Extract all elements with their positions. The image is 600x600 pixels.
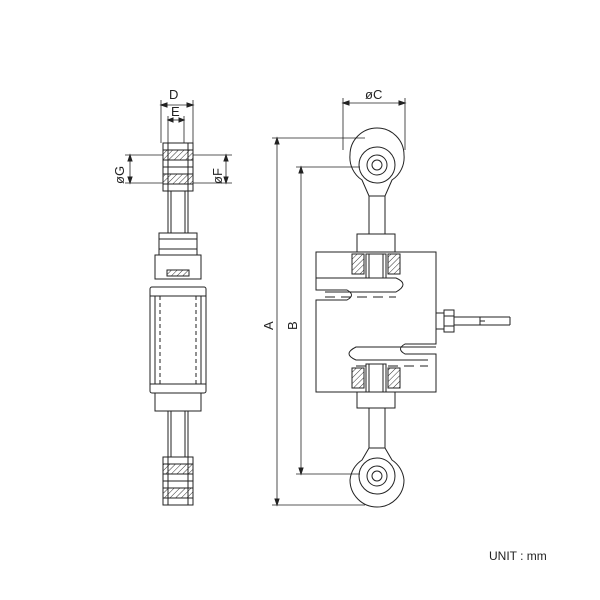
dim-label-g: øG	[112, 166, 127, 184]
front-bottom-shank	[368, 407, 386, 449]
front-top-shank	[368, 195, 386, 235]
dim-label-f: øF	[210, 168, 225, 184]
side-view	[125, 100, 232, 506]
cable-connector	[435, 309, 511, 333]
side-top-nut	[158, 232, 198, 256]
side-main-body	[149, 286, 207, 394]
front-top-rod-end	[349, 127, 405, 197]
front-top-nut	[356, 233, 396, 253]
dim-label-b: B	[285, 321, 300, 330]
front-view	[272, 98, 511, 508]
front-bottom-rod-end	[349, 447, 405, 508]
unit-note: UNIT : mm	[489, 549, 547, 563]
dim-label-e: E	[171, 104, 180, 119]
side-lower-block	[154, 392, 202, 412]
front-bottom-nut	[356, 391, 396, 409]
dim-label-c: øC	[365, 87, 382, 102]
dim-label-d: D	[169, 87, 178, 102]
dim-label-a: A	[261, 321, 276, 330]
